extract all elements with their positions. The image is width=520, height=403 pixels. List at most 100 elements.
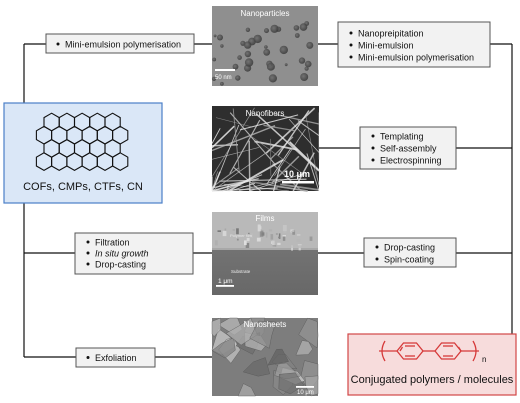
bullet-icon — [371, 134, 375, 138]
right-method-item: Spin-coating — [384, 255, 434, 265]
film-grain — [268, 229, 273, 232]
right-method-item: Mini-emulsion polymerisation — [358, 53, 474, 63]
film-grain — [246, 237, 250, 242]
fiber-texture — [211, 107, 320, 192]
particle-dot — [245, 27, 251, 32]
sheet-flake — [304, 375, 319, 397]
conjugated-polymers-box: n Conjugated polymers / molecules — [347, 333, 517, 396]
film-grain — [236, 228, 239, 235]
particle-dot — [298, 57, 306, 64]
film-grain — [275, 233, 278, 235]
left-method-box-frame — [45, 33, 195, 54]
particle-dot — [235, 75, 241, 81]
film-grain — [257, 224, 261, 232]
fiber-strand — [213, 124, 240, 189]
sheet-flake — [267, 348, 289, 366]
fiber-strand — [239, 114, 299, 131]
film-grain — [244, 240, 247, 246]
sheet-flake — [242, 357, 270, 377]
film-grain — [214, 240, 218, 246]
left-method-item: Exfoliation — [95, 353, 137, 363]
fiber-strand — [211, 147, 259, 160]
scale-bar-label: 1 μm — [218, 278, 233, 285]
left-method-item: Drop-casting — [95, 260, 146, 270]
film-grain — [248, 232, 250, 235]
fiber-strand — [211, 187, 278, 192]
film-grain — [282, 236, 286, 241]
fiber-strand — [227, 159, 284, 192]
particle-dot — [211, 76, 217, 81]
particle-dot — [237, 55, 242, 60]
sheet-texture — [211, 317, 319, 397]
left-method-item: Mini-emulsion polymerisation — [65, 40, 181, 50]
particle-dot — [264, 45, 268, 49]
bullet-icon — [375, 245, 379, 249]
bullet-icon — [86, 251, 90, 255]
sheet-flake — [249, 320, 277, 349]
particle-dot — [232, 63, 239, 70]
repeat-unit-subscript: n — [482, 355, 486, 364]
scale-bar-label: 10 μm — [284, 169, 310, 179]
sheet-flake — [298, 317, 319, 349]
film-texture — [214, 224, 313, 251]
particle-dot — [284, 63, 288, 67]
right-method-item: Mini-emulsion — [358, 41, 414, 51]
left-method-box-1: Mini-emulsion polymerisation — [45, 33, 195, 54]
particle-dot — [220, 44, 224, 48]
particle-dot — [306, 41, 314, 49]
bullet-icon — [349, 43, 353, 47]
right-method-item: Electrospinning — [380, 156, 442, 166]
micrograph-title: Nanoparticles — [241, 9, 290, 18]
fiber-strand — [270, 136, 294, 160]
sheet-flake — [295, 340, 313, 356]
polymer-structure-icon — [379, 340, 479, 362]
particle-dot — [212, 57, 217, 62]
fiber-strand — [229, 119, 261, 174]
fiber-strand — [249, 135, 306, 176]
fiber-strand — [211, 125, 235, 149]
fiber-strand — [254, 140, 298, 151]
particle-dot — [304, 60, 312, 68]
right-method-box-frame — [359, 126, 457, 170]
right-method-box-2: Templating Self-assembly Electrospinning — [359, 126, 457, 170]
particle-dot — [244, 58, 254, 67]
film-grain — [265, 232, 268, 238]
particle-dot — [263, 48, 271, 56]
film-grain — [271, 241, 273, 244]
film-grain — [250, 233, 253, 238]
particle-dot — [220, 81, 224, 86]
film-grain — [278, 233, 281, 239]
fiber-strand — [277, 110, 310, 156]
film-grain — [245, 243, 250, 248]
fiber-strand — [211, 128, 221, 144]
fiber-strand — [211, 107, 255, 178]
nanosheets-micrograph: Nanosheets 10 μm — [211, 317, 319, 397]
scale-bar-marker — [282, 181, 314, 184]
framework-label: COFs, CMPs, CTFs, CN — [23, 181, 143, 193]
film-grain — [291, 230, 295, 232]
left-method-item: In situ growth — [95, 249, 149, 259]
particle-dot — [266, 62, 275, 71]
left-method-box-frame — [74, 232, 194, 275]
conjugated-box-frame — [347, 333, 517, 396]
left-method-box-frame — [75, 347, 156, 368]
right-method-item: Drop-casting — [384, 243, 435, 253]
right-method-box-frame — [337, 21, 491, 68]
sheet-flake — [278, 372, 305, 395]
fiber-strand — [211, 178, 259, 189]
fiber-strand — [288, 118, 320, 153]
film-grain — [292, 230, 296, 235]
particle-dot — [268, 74, 277, 83]
right-method-box-3: Drop-casting Spin-coating — [363, 237, 457, 268]
micrograph-title: Nanofibers — [246, 109, 285, 118]
bullet-icon — [56, 42, 60, 46]
fiber-strand — [274, 128, 306, 176]
fiber-strand — [248, 140, 251, 192]
particle-texture — [211, 21, 314, 86]
fiber-strand — [249, 172, 305, 192]
bullet-icon — [86, 240, 90, 244]
fiber-strand — [211, 167, 239, 188]
film-grain — [261, 232, 265, 236]
